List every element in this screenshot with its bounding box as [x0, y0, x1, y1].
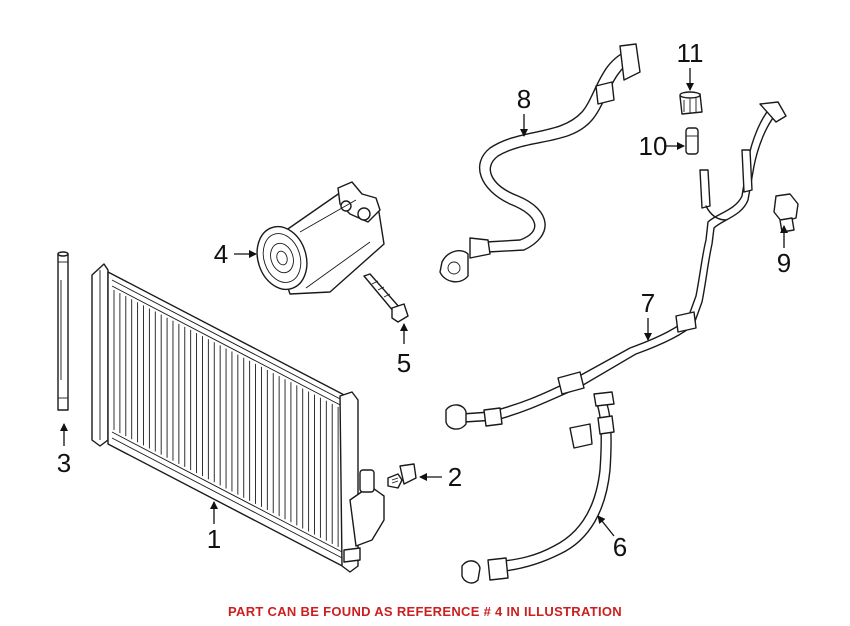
compressor-part-4 [256, 181, 385, 295]
receiver-drier-part-3 [57, 251, 69, 411]
cap-part-11 [679, 91, 703, 115]
callout-3: 3 [57, 423, 71, 478]
discharge-hose-part-6 [461, 391, 615, 584]
long-bolt-part-5 [363, 273, 409, 323]
callout-label-2: 2 [448, 462, 462, 492]
callout-label-3: 3 [57, 448, 71, 478]
callout-label-8: 8 [517, 84, 531, 114]
condenser-part-1 [91, 263, 385, 573]
callout-label-11: 11 [677, 38, 704, 68]
callout-10: 10 [639, 131, 685, 161]
callout-4: 4 [214, 239, 257, 269]
callout-label-1: 1 [207, 524, 221, 554]
callout-2: 2 [419, 462, 462, 492]
callout-label-4: 4 [214, 239, 228, 269]
suction-hose-part-8 [439, 43, 641, 283]
callout-label-7: 7 [641, 288, 655, 318]
reference-note: PART CAN BE FOUND AS REFERENCE # 4 IN IL… [228, 604, 622, 619]
liquid-line-part-7 [445, 101, 787, 430]
callout-11: 11 [677, 38, 704, 91]
callout-5: 5 [397, 323, 411, 378]
bolt-part-2 [387, 463, 417, 489]
callout-8: 8 [517, 84, 531, 137]
callout-9: 9 [777, 225, 791, 278]
callout-label-6: 6 [613, 532, 627, 562]
callout-1: 1 [207, 501, 221, 554]
callout-6: 6 [597, 515, 627, 562]
callout-label-10: 10 [639, 131, 668, 161]
pressure-switch-part-9 [773, 193, 799, 233]
callout-7: 7 [641, 288, 655, 341]
callout-label-9: 9 [777, 248, 791, 278]
valve-core-part-10 [685, 127, 699, 155]
callout-label-5: 5 [397, 348, 411, 378]
